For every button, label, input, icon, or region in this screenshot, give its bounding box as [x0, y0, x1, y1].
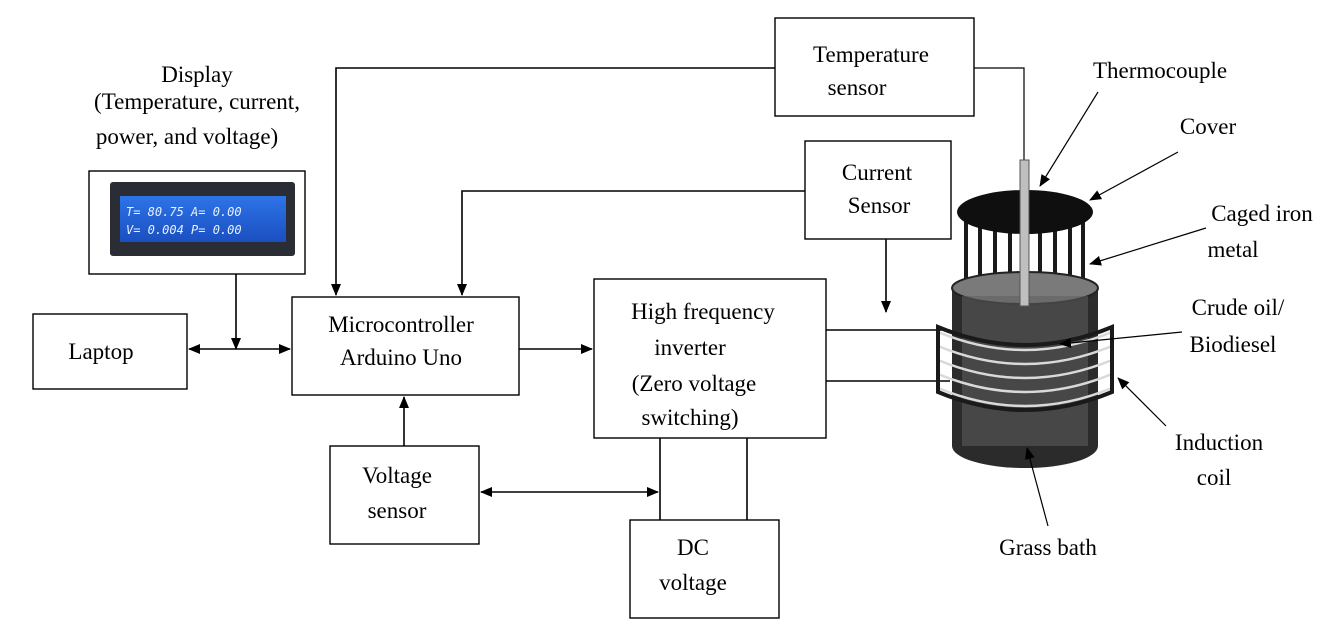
display-label: Display (Temperature, current, power, an… — [94, 62, 300, 149]
crude-oil — [962, 296, 1088, 446]
dc-voltage-label-1: DC — [677, 535, 709, 560]
temperature-sensor-label-1: Temperature — [813, 42, 929, 67]
grass-bath-callout — [1025, 447, 1049, 527]
laptop-box — [32, 313, 188, 390]
display-subtitle-2: power, and voltage) — [96, 124, 278, 149]
induction-coil-label-1: Induction — [1175, 430, 1264, 455]
microcontroller-label-2: Arduino Uno — [340, 345, 462, 370]
induction-coil-windings — [937, 330, 1113, 408]
thermocouple-callout — [1039, 91, 1099, 187]
temperature-sensor-label-2: sensor — [828, 75, 887, 100]
voltage-sensor-label-2: sensor — [368, 498, 427, 523]
crude-oil-callout — [1059, 331, 1183, 348]
inverter-box — [593, 278, 827, 439]
laptop-label: Laptop — [68, 339, 133, 364]
inverter-label-2: inverter — [654, 335, 726, 360]
temperature-thermocouple-wire — [974, 67, 1025, 160]
current-sensor-label-1: Current — [842, 160, 913, 185]
dc-voltage-box — [629, 519, 780, 619]
microcontroller-label-1: Microcontroller — [328, 312, 474, 337]
crude-oil-label-2: Biodiesel — [1190, 332, 1277, 357]
inverter-label-1: High frequency — [631, 299, 775, 324]
crude-oil-label-1: Crude oil/ — [1192, 295, 1285, 320]
temperature-mcu-connector — [331, 67, 775, 296]
lcd-line-2: V= 0.004 P= 0.00 — [126, 223, 242, 237]
cover-label: Cover — [1180, 114, 1237, 139]
display-title: Display — [161, 62, 233, 87]
current-sensor-box — [804, 140, 952, 240]
reactor-vessel — [936, 159, 1114, 468]
thermocouple-label: Thermocouple — [1093, 58, 1227, 83]
lcd-line-1: T= 80.75 A= 0.00 — [126, 205, 242, 219]
caged-iron-label-2: metal — [1207, 237, 1258, 262]
caged-iron-label-1: Caged iron — [1211, 201, 1313, 226]
thermocouple-rod — [1019, 159, 1030, 307]
cover-callout — [1089, 151, 1179, 201]
inverter-label-3: (Zero voltage — [632, 371, 757, 396]
current-sensor-label-2: Sensor — [848, 193, 911, 218]
inverter-label-4: switching) — [641, 405, 738, 430]
voltage-sensor-label-1: Voltage — [362, 463, 432, 488]
display-lcd: T= 80.75 A= 0.00 V= 0.004 P= 0.00 — [88, 170, 306, 275]
display-subtitle-1: (Temperature, current, — [94, 89, 300, 114]
voltage-sensor-box — [329, 445, 480, 545]
grass-bath-label: Grass bath — [999, 535, 1097, 560]
induction-coil-callout — [1117, 377, 1167, 427]
temperature-sensor-box — [774, 17, 975, 117]
induction-coil-label-2: coil — [1197, 465, 1232, 490]
dc-voltage-label-2: voltage — [659, 570, 727, 595]
lcd-screen — [120, 196, 286, 242]
current-mcu-connector — [457, 190, 805, 296]
caged-iron-callout — [1089, 227, 1207, 266]
microcontroller-box — [291, 296, 520, 396]
